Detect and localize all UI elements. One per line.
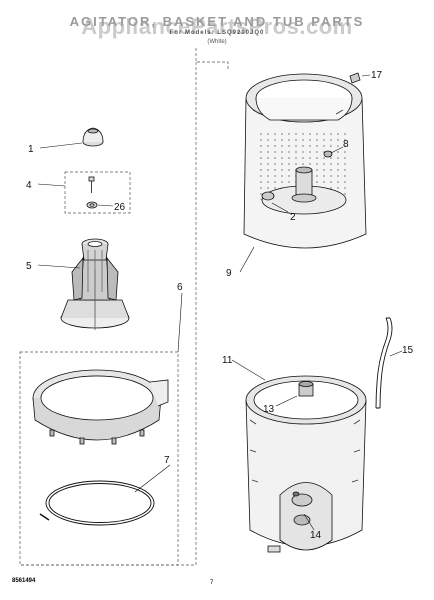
diagram-subtitle: For Models: LSQ9200JQ0 [169, 30, 265, 36]
snap-ring [39, 480, 155, 526]
agitator-cap [82, 127, 104, 147]
callout-2: 2 [290, 212, 296, 223]
fastener-kit-box [64, 171, 131, 214]
diagram-code: 8561494 [12, 578, 36, 584]
wash-basket [243, 73, 367, 249]
page-number: 7 [210, 580, 214, 586]
callout-9: 9 [226, 268, 232, 279]
callout-1: 1 [28, 144, 34, 155]
callout-4: 4 [26, 180, 32, 191]
callout-15: 15 [402, 345, 414, 356]
callout-labels: 1 4 26 5 6 7 9 2 8 17 11 13 15 14 [26, 70, 414, 541]
diagram-variant: (White) [207, 39, 227, 45]
callout-14: 14 [310, 530, 322, 541]
callout-8: 8 [343, 139, 349, 150]
washer [86, 201, 98, 209]
seal-strip [375, 317, 393, 409]
outer-tub [245, 375, 367, 553]
tub-ring-kit-box [19, 351, 179, 566]
callout-13: 13 [263, 404, 275, 415]
callout-7: 7 [164, 455, 170, 466]
callout-26: 26 [114, 202, 126, 213]
tub-ring [32, 369, 169, 445]
agitator-bolt [88, 176, 95, 193]
callout-5: 5 [26, 261, 32, 272]
diagram-title: AGITATOR, BASKET AND TUB PARTS [69, 14, 365, 29]
callout-11: 11 [222, 355, 233, 366]
watermark: AppliancePartsPros.com [81, 14, 353, 39]
basket-screw [349, 72, 361, 84]
agitator [60, 238, 130, 330]
callout-6: 6 [177, 282, 183, 293]
callout-17: 17 [371, 70, 383, 81]
